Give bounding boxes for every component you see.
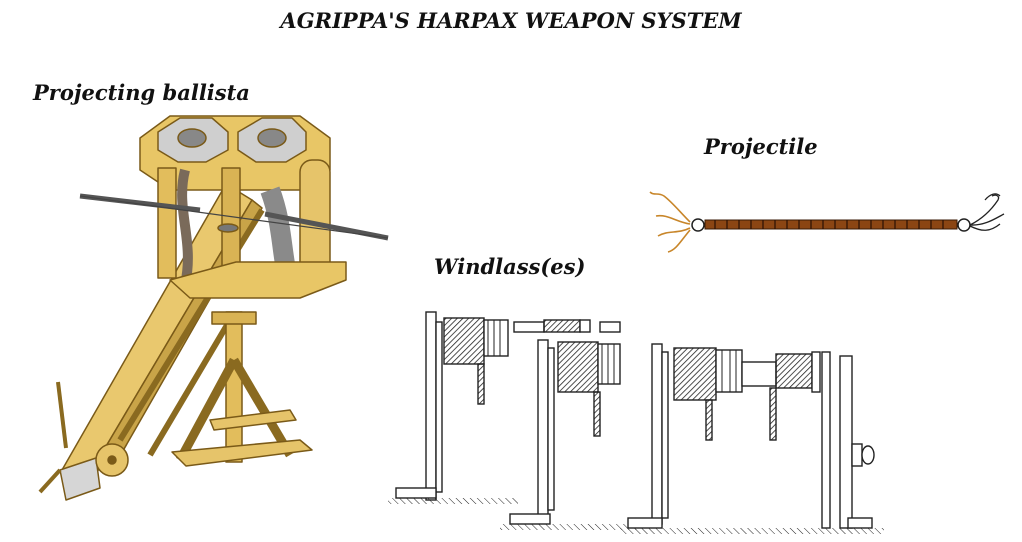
windlass-post xyxy=(537,339,549,517)
crank-handle xyxy=(851,443,863,467)
left-washer xyxy=(177,128,207,148)
stand-crossbar xyxy=(209,409,297,431)
ground-hatch xyxy=(500,524,640,530)
windlass-1 xyxy=(388,311,518,504)
rope-drum xyxy=(673,347,717,401)
small-axle xyxy=(741,361,777,387)
windlass-foot xyxy=(395,487,437,499)
windlass-right-post xyxy=(821,351,831,529)
ground-hatch xyxy=(388,498,518,504)
windlass-foot xyxy=(509,513,551,525)
stand-base xyxy=(171,439,313,467)
frame-bottom xyxy=(169,261,347,299)
windlass-crank-post xyxy=(839,355,853,529)
rope-strand xyxy=(769,387,777,441)
stand-leg xyxy=(176,357,238,463)
stand-cap xyxy=(211,311,257,325)
windlass-foot xyxy=(627,517,663,529)
spring-bundle xyxy=(177,168,193,287)
rope-ring xyxy=(691,218,705,232)
top-beam-right xyxy=(599,321,621,333)
bowstring xyxy=(79,195,389,239)
windlass-3 xyxy=(620,343,884,534)
windlass-post-inner xyxy=(435,321,443,493)
windlass-foot-right xyxy=(847,517,873,529)
hook-ring xyxy=(957,218,971,232)
drum-axle-lines xyxy=(487,320,501,356)
rope-drum xyxy=(557,341,599,393)
projectile-ropes xyxy=(649,191,691,253)
grapnel-hook xyxy=(969,193,1005,231)
frame-pillar xyxy=(157,167,177,279)
drum-axle xyxy=(715,349,743,393)
rope-strand xyxy=(477,363,485,405)
windlass-post xyxy=(651,343,663,525)
windlass-label: Windlass(es) xyxy=(434,254,586,279)
small-drum xyxy=(775,353,813,389)
rope-strand xyxy=(593,391,601,437)
projectile-label: Projectile xyxy=(704,134,818,159)
projectile-shaft xyxy=(704,219,958,230)
stand-post xyxy=(225,311,243,463)
right-arm xyxy=(264,211,389,241)
windlass-post-inner xyxy=(661,351,669,519)
winch-hub xyxy=(107,455,117,465)
drum-axle-lines xyxy=(601,344,615,384)
ballista-label: Projecting ballista xyxy=(33,80,250,105)
right-washer xyxy=(257,128,287,148)
drum-axle-lines xyxy=(721,350,737,392)
top-drum xyxy=(543,319,581,333)
stand-leg xyxy=(230,357,294,458)
rope-drum xyxy=(443,317,485,365)
bolt-head xyxy=(217,223,239,233)
diagram-title: AGRIPPA'S HARPAX WEAPON SYSTEM xyxy=(280,8,742,33)
crank-knob xyxy=(861,445,875,465)
drum-axle xyxy=(597,343,621,385)
windlass-illustrations xyxy=(388,311,884,534)
projectile-illustration xyxy=(649,191,1005,253)
top-beam-end xyxy=(579,319,591,333)
winch-lever xyxy=(38,468,62,494)
windlass-post xyxy=(425,311,437,501)
windlass-2 xyxy=(500,319,640,530)
top-beam xyxy=(513,321,545,333)
windlass-post-inner xyxy=(547,347,555,511)
ground-hatch xyxy=(620,528,884,534)
winch-lever xyxy=(56,381,68,449)
stone-block xyxy=(59,457,101,501)
shaft-bands xyxy=(714,220,944,229)
ratchet-plate xyxy=(811,351,821,393)
rope-strand xyxy=(705,399,713,441)
ballista-illustration xyxy=(38,115,389,501)
support-strut xyxy=(147,318,233,457)
